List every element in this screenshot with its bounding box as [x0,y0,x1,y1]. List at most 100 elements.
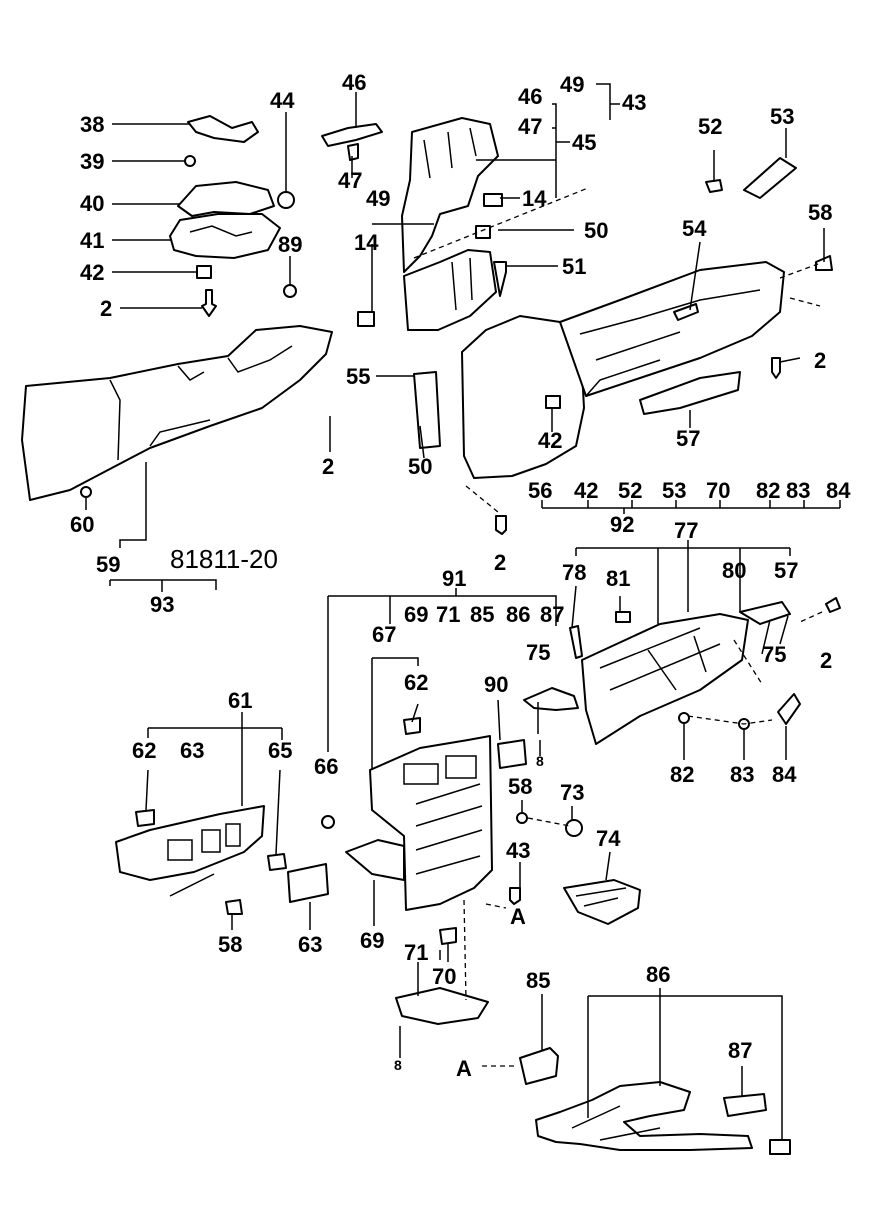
label-89: 89 [278,232,302,257]
label-91: 91 [442,566,466,591]
label-14: 14 [522,186,547,211]
label-A1: A [510,904,526,929]
label-49: 49 [560,72,584,97]
label-58: 58 [808,200,832,225]
catalog-code: 81811-20 [170,544,278,574]
label-78: 78 [562,560,586,585]
label-57b: 57 [774,558,798,583]
label-75b: 75 [762,642,786,667]
label-84: 84 [826,478,851,503]
part-87-terminal [769,1139,791,1155]
part-52-clip [705,179,723,193]
label-41: 41 [80,228,104,253]
part-85-switch [519,1047,559,1085]
label-83: 83 [786,478,810,503]
label-61: 61 [228,688,252,713]
part-38-bracket [187,115,259,143]
label-70: 70 [706,478,730,503]
label-50b: 50 [408,454,432,479]
part-47-clip-a [347,143,359,161]
part-62-clip-b [135,809,155,827]
part-60-screw [80,486,92,498]
part-46-bracket-a [321,123,383,147]
part-50-lower-bracket [403,249,497,331]
part-43-bolt [509,887,521,905]
part-78-screw [569,625,583,659]
label-90: 90 [484,672,508,697]
label-42: 42 [80,260,104,285]
label-2d: 2 [494,550,506,575]
label-62b: 62 [132,738,156,763]
label-71: 71 [436,602,460,627]
part-42-clip [196,265,212,279]
part-75-link [523,687,579,711]
part-82-bumper [678,712,690,724]
label-2: 2 [100,296,112,321]
label-46: 46 [342,70,366,95]
part-53-striker [743,157,797,199]
label-14b: 14 [354,230,379,255]
part-62-clip-a [403,717,421,735]
part-71-clip [439,927,457,945]
label-54: 54 [682,216,707,241]
label-73: 73 [560,780,584,805]
part-90-cover [497,739,527,769]
part-39-screw [184,155,196,167]
part-63-cover [287,863,329,903]
label-51: 51 [562,254,586,279]
part-42-clip-b [545,395,561,409]
part-80-damper [739,601,791,625]
label-74: 74 [596,826,621,851]
part-84-catch [777,693,801,725]
label-38: 38 [80,112,104,137]
part-58-clip [815,255,833,271]
label-50: 50 [584,218,608,243]
part-50-bolt [475,225,491,239]
label-40: 40 [80,191,104,216]
part-54-bracket [673,303,699,321]
part-2-screw-b [771,357,781,379]
part-59-crash-pad-left [21,325,333,501]
part-92-main-panel [461,315,585,479]
label-52b: 52 [618,478,642,503]
label-92: 92 [610,512,634,537]
part-14-nut [357,311,375,327]
part-41-lower-cover [169,213,281,259]
part-2-screw-c [495,515,507,535]
part-86-harness [535,1081,753,1151]
part-58-clip-c [225,899,243,915]
part-66-screw [321,815,335,829]
part-14-nut-b [483,193,503,207]
label-87: 87 [540,602,564,627]
label-53: 53 [770,104,794,129]
label-63: 63 [180,738,204,763]
part-51-bolt [493,261,507,297]
label-93: 93 [150,592,174,617]
label-71b: 71 [404,940,428,965]
label-86: 86 [506,602,530,627]
label-46b: 46 [518,84,542,109]
label-58c: 58 [218,932,242,957]
label-65: 65 [268,738,292,763]
label-70b: 70 [432,964,456,989]
part-92-crash-pad-right [559,261,785,397]
part-65-clip [267,853,287,871]
label-43: 43 [622,90,646,115]
label-8b: 8 [394,1057,402,1073]
label-83b: 83 [730,762,754,787]
label-85: 85 [470,602,494,627]
part-2-screw-d [825,597,841,613]
label-80: 80 [722,558,746,583]
label-87b: 87 [728,1038,752,1063]
label-2c: 2 [322,454,334,479]
part-44-nut [277,191,295,209]
label-52: 52 [698,114,722,139]
label-43b: 43 [506,838,530,863]
part-89-bulb [283,284,297,298]
part-40-upper-cover [177,181,275,217]
label-56: 56 [528,478,552,503]
label-42c: 42 [574,478,598,503]
label-42b: 42 [538,428,562,453]
label-66: 66 [314,754,338,779]
